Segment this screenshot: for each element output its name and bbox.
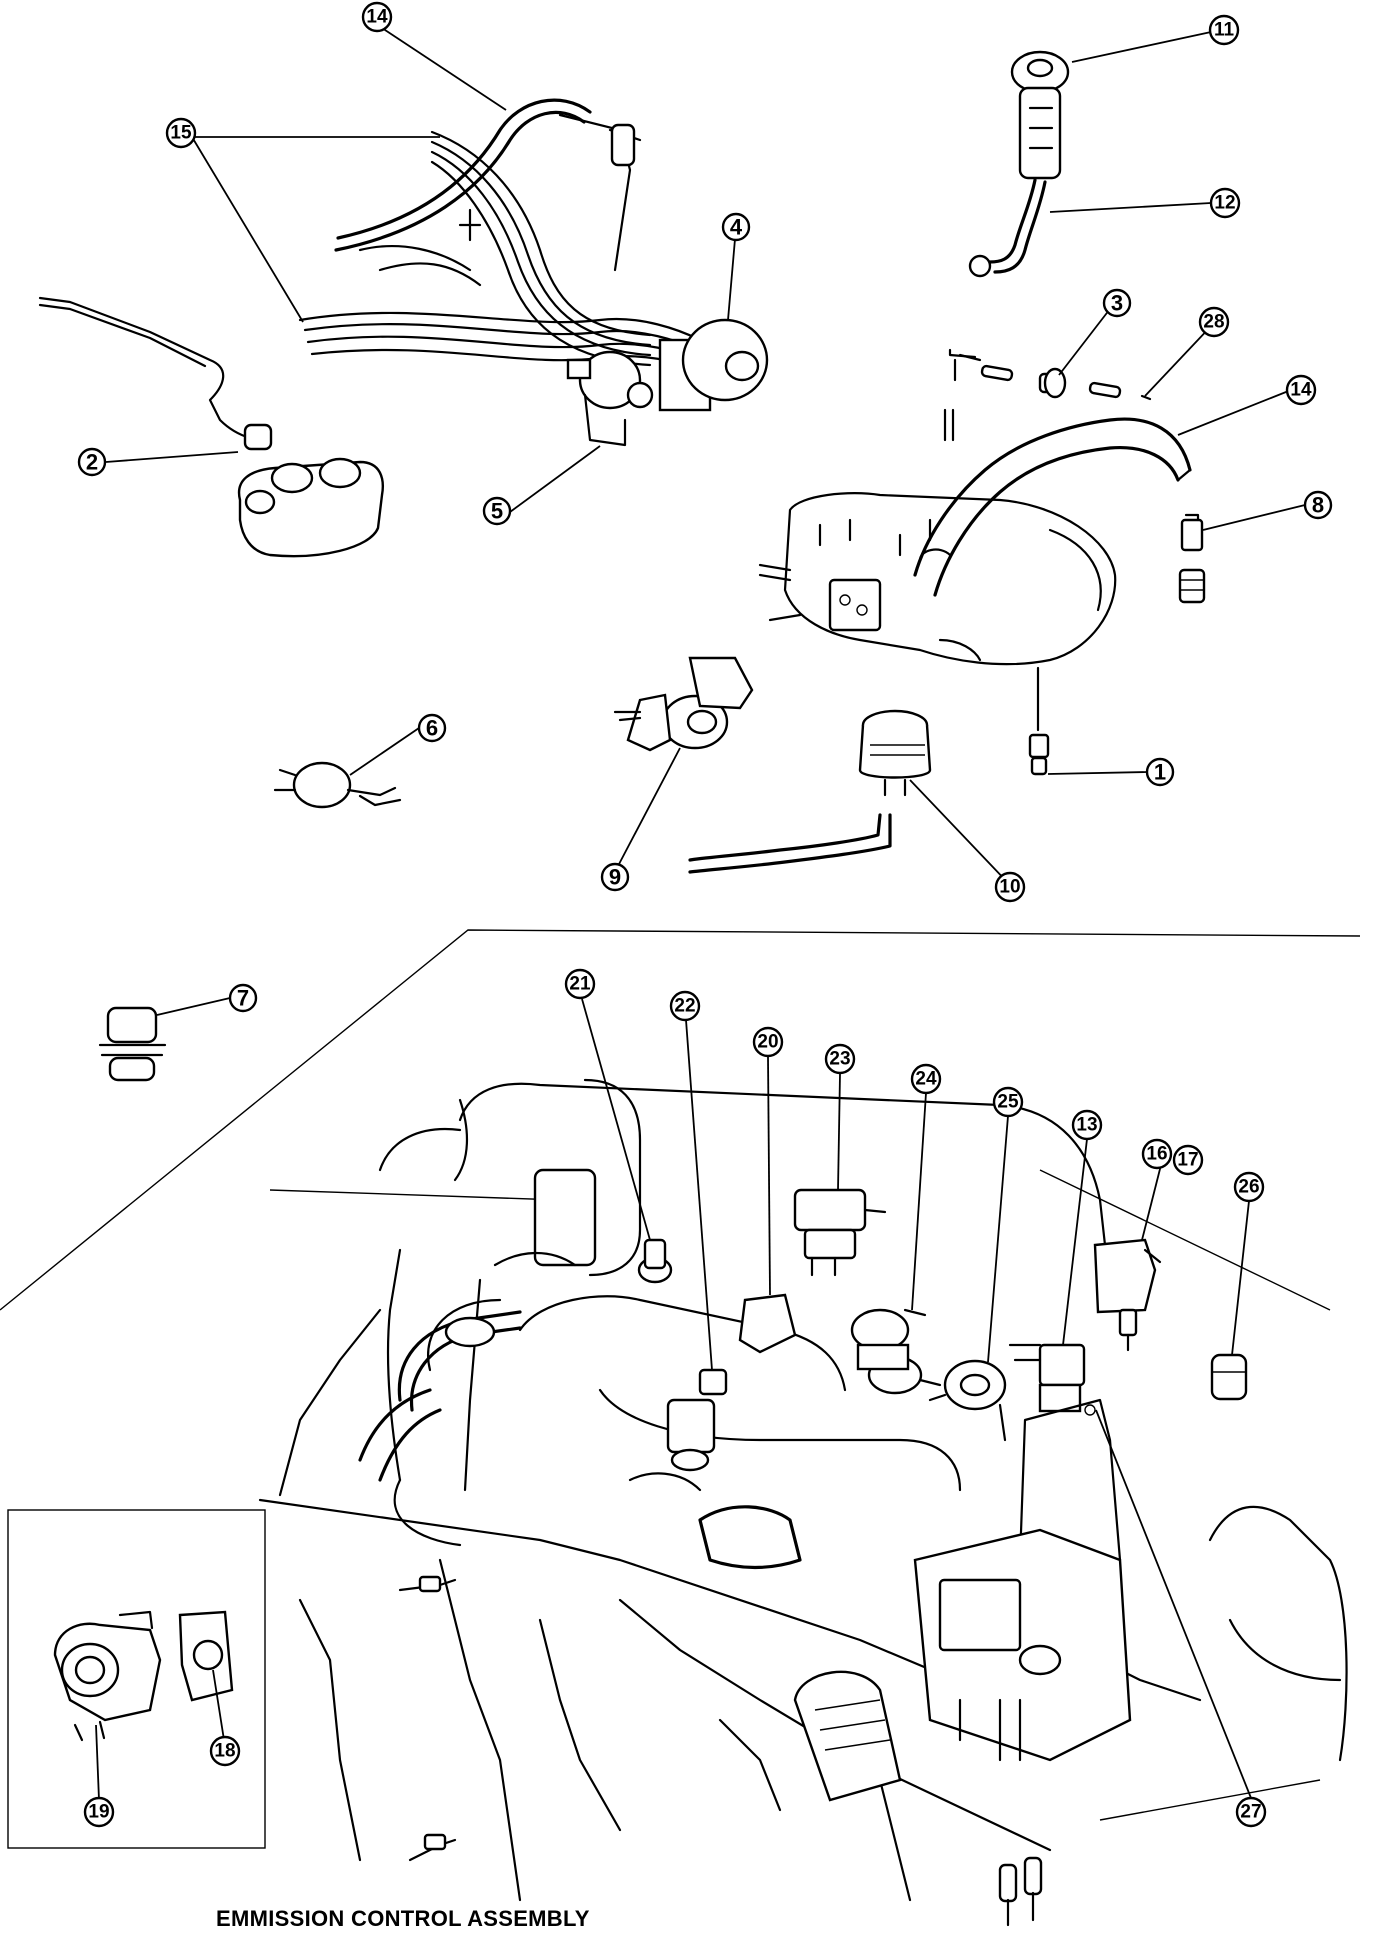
svg-text:21: 21 <box>569 974 591 995</box>
air-duct <box>358 1078 642 1482</box>
callout-14-top: 14 <box>361 1 393 33</box>
svg-text:17: 17 <box>1177 1150 1198 1171</box>
part-20-sensor <box>738 1293 797 1354</box>
leader-lines <box>95 27 1306 1801</box>
svg-text:25: 25 <box>997 1092 1019 1113</box>
callout-9: 9 <box>600 862 630 892</box>
part-3-check-valve <box>943 348 1152 442</box>
callout-11: 11 <box>1208 14 1240 46</box>
svg-text:2: 2 <box>86 450 98 475</box>
callout-8: 8 <box>1303 490 1333 520</box>
capacitors <box>998 1856 1043 1927</box>
svg-text:11: 11 <box>1214 20 1235 41</box>
callout-23: 23 <box>824 1043 856 1075</box>
svg-text:9: 9 <box>609 865 621 890</box>
vacuum-hose <box>334 98 592 252</box>
callout-10: 10 <box>994 871 1026 903</box>
part-8-fitting <box>1178 513 1206 604</box>
part-26-thermo-switch <box>1210 1353 1248 1401</box>
callout-27: 27 <box>1235 1796 1267 1828</box>
svg-text:3: 3 <box>1111 291 1123 316</box>
inset-box <box>7 1509 266 1849</box>
hose-lower <box>688 813 892 874</box>
wiring-harness <box>298 130 702 372</box>
callout-4: 4 <box>721 212 751 242</box>
engine-bay <box>258 1082 1348 1902</box>
svg-text:13: 13 <box>1076 1115 1097 1136</box>
callout-20: 20 <box>752 1026 784 1058</box>
svg-text:7: 7 <box>237 986 249 1011</box>
part-25-regulator <box>928 1359 1007 1442</box>
divider-lines <box>0 929 1361 1311</box>
callout-17: 17 <box>1172 1144 1204 1176</box>
callout-2: 2 <box>77 447 107 477</box>
part-22-injector <box>666 1368 728 1472</box>
callout-26: 26 <box>1233 1171 1265 1203</box>
part-21-switch <box>637 1238 673 1284</box>
svg-text:14: 14 <box>1290 380 1312 401</box>
callout-13: 13 <box>1071 1109 1103 1141</box>
part-4-sensor <box>658 318 769 412</box>
callout-3: 3 <box>1102 288 1132 318</box>
callout-19: 19 <box>83 1796 115 1828</box>
intake-manifold-upper <box>358 113 642 287</box>
callout-15: 15 <box>165 117 197 149</box>
part-14-hose <box>913 417 1192 597</box>
callout-25: 25 <box>992 1086 1024 1118</box>
part-16-17-sensor <box>1093 1238 1162 1352</box>
svg-text:26: 26 <box>1238 1177 1259 1198</box>
svg-text:5: 5 <box>491 499 503 524</box>
svg-text:16: 16 <box>1146 1144 1167 1165</box>
svg-text:22: 22 <box>674 996 695 1017</box>
callout-6: 6 <box>417 713 447 743</box>
svg-text:15: 15 <box>170 123 192 144</box>
part-11-valve <box>1010 50 1070 180</box>
svg-text:24: 24 <box>915 1069 937 1090</box>
part-18-gasket <box>178 1610 234 1702</box>
svg-text:23: 23 <box>829 1049 850 1070</box>
part-5-valve <box>566 350 654 447</box>
diagram-caption: EMMISSION CONTROL ASSEMBLY <box>216 1906 590 1931</box>
callout-28: 28 <box>1198 306 1230 338</box>
callout-14-right: 14 <box>1285 374 1317 406</box>
svg-text:4: 4 <box>730 215 743 240</box>
svg-text:12: 12 <box>1214 193 1235 214</box>
svg-text:27: 27 <box>1240 1802 1261 1823</box>
callout-12: 12 <box>1209 187 1241 219</box>
air-cleaner <box>913 1528 1132 1762</box>
part-9-valve <box>613 656 754 752</box>
svg-text:18: 18 <box>214 1741 235 1762</box>
part-19-throttle-body <box>53 1610 162 1742</box>
svg-text:8: 8 <box>1312 493 1324 518</box>
svg-text:20: 20 <box>757 1032 778 1053</box>
callout-1: 1 <box>1145 757 1175 787</box>
svg-text:28: 28 <box>1203 312 1224 333</box>
svg-text:10: 10 <box>999 877 1020 898</box>
callout-18: 18 <box>209 1735 241 1767</box>
callout-7: 7 <box>228 983 258 1013</box>
intake-duct <box>628 1472 902 1802</box>
callout-5: 5 <box>482 496 512 526</box>
part-2-actuator <box>38 296 384 558</box>
part-12-pipe <box>968 178 1047 278</box>
callout-22: 22 <box>669 990 701 1022</box>
callout-21: 21 <box>564 968 596 1000</box>
part-6-actuator <box>273 761 402 809</box>
lower-sensors <box>398 1575 457 1862</box>
part-10-canister <box>858 709 932 797</box>
part-23-solenoid <box>793 1188 887 1277</box>
svg-text:14: 14 <box>366 7 388 28</box>
part-24-valve-cluster <box>850 1308 942 1395</box>
part-7-regulator <box>98 1006 167 1082</box>
part-13-solenoid <box>1008 1343 1086 1413</box>
callouts: 1 2 3 4 5 6 7 8 9 10 11 12 13 14 14 15 1… <box>77 1 1333 1828</box>
callout-24: 24 <box>910 1063 942 1095</box>
svg-text:19: 19 <box>88 1802 109 1823</box>
part-1-sensor <box>1028 666 1050 776</box>
intake-manifold <box>758 492 1117 666</box>
svg-text:1: 1 <box>1154 760 1166 785</box>
svg-text:6: 6 <box>426 716 438 741</box>
callout-16: 16 <box>1141 1138 1173 1170</box>
